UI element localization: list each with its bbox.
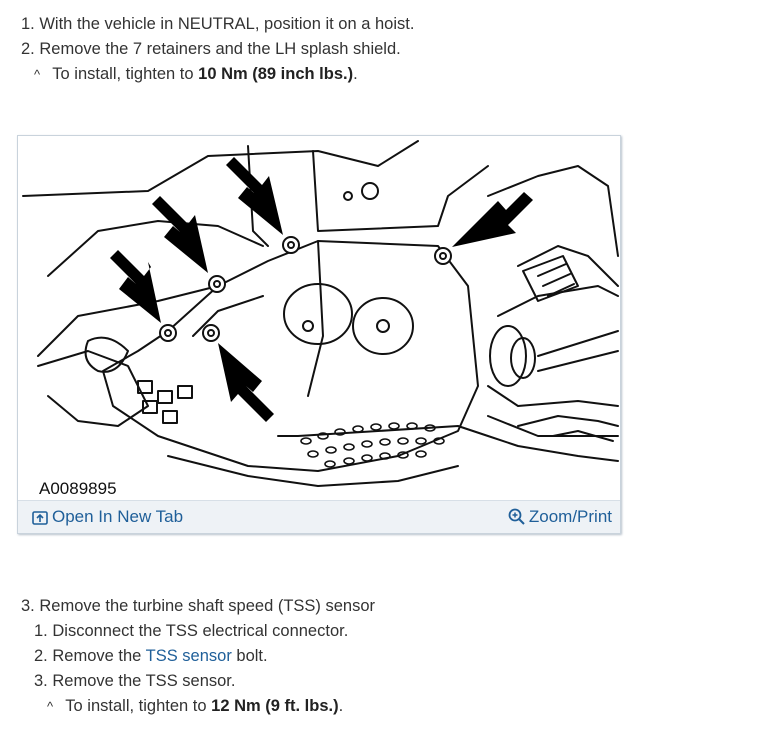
step-text: With the vehicle in NEUTRAL, position it…: [39, 15, 415, 33]
substep-prefix: Remove the: [52, 647, 146, 665]
open-in-new-tab-label: Open In New Tab: [52, 507, 184, 526]
figure-toolbar: Open In New Tab Zoom/Print: [18, 500, 620, 533]
install-note-2: ^ To install, tighten to 12 Nm (9 ft. lb…: [47, 696, 343, 717]
open-in-new-tab-button[interactable]: Open In New Tab: [32, 507, 183, 527]
substep-1: 1. Disconnect the TSS electrical connect…: [34, 621, 348, 641]
torque-value: 10 Nm (89 inch lbs.): [198, 65, 354, 83]
torque-value: 12 Nm (9 ft. lbs.): [211, 697, 339, 715]
step-2: 2. Remove the 7 retainers and the LH spl…: [21, 39, 401, 59]
splash-shield-diagram: [22, 140, 619, 487]
substep-number: 2.: [34, 647, 48, 665]
step-number: 3.: [21, 597, 35, 615]
caret-icon: ^: [34, 67, 41, 82]
substep-text: Remove the TSS sensor.: [52, 672, 236, 690]
zoom-print-button[interactable]: Zoom/Print: [508, 507, 612, 527]
tss-sensor-link[interactable]: TSS sensor: [145, 647, 232, 665]
step-text: Remove the turbine shaft speed (TSS) sen…: [39, 597, 376, 615]
substep-3: 3. Remove the TSS sensor.: [34, 671, 235, 691]
step-number: 2.: [21, 40, 35, 58]
step-1: 1. With the vehicle in NEUTRAL, position…: [21, 14, 414, 34]
caret-icon: ^: [47, 699, 54, 714]
install-note-1: ^ To install, tighten to 10 Nm (89 inch …: [34, 64, 358, 85]
zoom-print-label: Zoom/Print: [528, 507, 612, 526]
step-number: 1.: [21, 15, 35, 33]
note-prefix: To install, tighten to: [65, 697, 212, 715]
note-suffix: .: [338, 697, 344, 715]
open-in-new-tab-icon: [32, 511, 48, 525]
step-text: Remove the 7 retainers and the LH splash…: [39, 40, 401, 58]
step-3: 3. Remove the turbine shaft speed (TSS) …: [21, 596, 375, 616]
substep-2: 2. Remove the TSS sensor bolt.: [34, 646, 268, 666]
figure-id: A0089895: [36, 479, 120, 499]
magnifier-icon: [508, 508, 525, 525]
substep-suffix: bolt.: [231, 647, 268, 665]
illustration-figure: A0089895 Open In New Tab Zoom/Print: [17, 135, 621, 534]
substep-number: 1.: [34, 622, 48, 640]
substep-text: Disconnect the TSS electrical connector.: [52, 622, 349, 640]
note-suffix: .: [353, 65, 358, 83]
substep-number: 3.: [34, 672, 48, 690]
note-prefix: To install, tighten to: [52, 65, 199, 83]
